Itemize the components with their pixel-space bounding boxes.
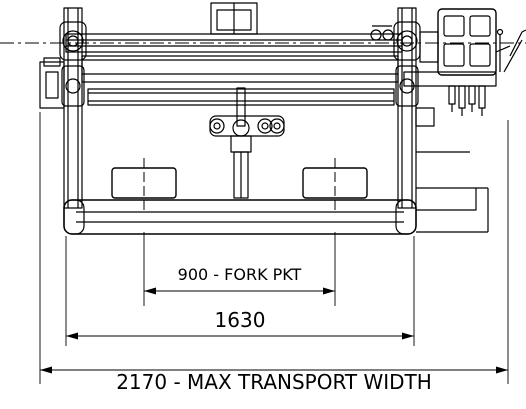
right-frame-extension [415, 107, 489, 233]
hydraulic-couplings [448, 85, 486, 116]
dim-text-1630: 1630 [215, 308, 266, 332]
hydraulic-valve-block [403, 8, 526, 87]
dim-text-fork-pocket: 900 - FORK PKT [178, 265, 302, 284]
extension-lines [39, 112, 509, 384]
left-bracket [39, 57, 65, 109]
top-gearbox [210, 2, 258, 35]
top-cross-beam [81, 55, 399, 83]
dim-text-max-transport-width: 2170 - MAX TRANSPORT WIDTH [116, 370, 432, 394]
dimension-lines [40, 290, 508, 371]
lower-cross-beam [87, 88, 395, 106]
right-mast [393, 7, 421, 209]
dimension-arrowheads [40, 287, 508, 374]
fork-pockets [111, 167, 368, 199]
fork-pocket-centerlines [143, 158, 336, 214]
roller-sprockets [370, 25, 394, 41]
base-frame [63, 199, 417, 235]
centre-pivot-head [209, 115, 285, 137]
